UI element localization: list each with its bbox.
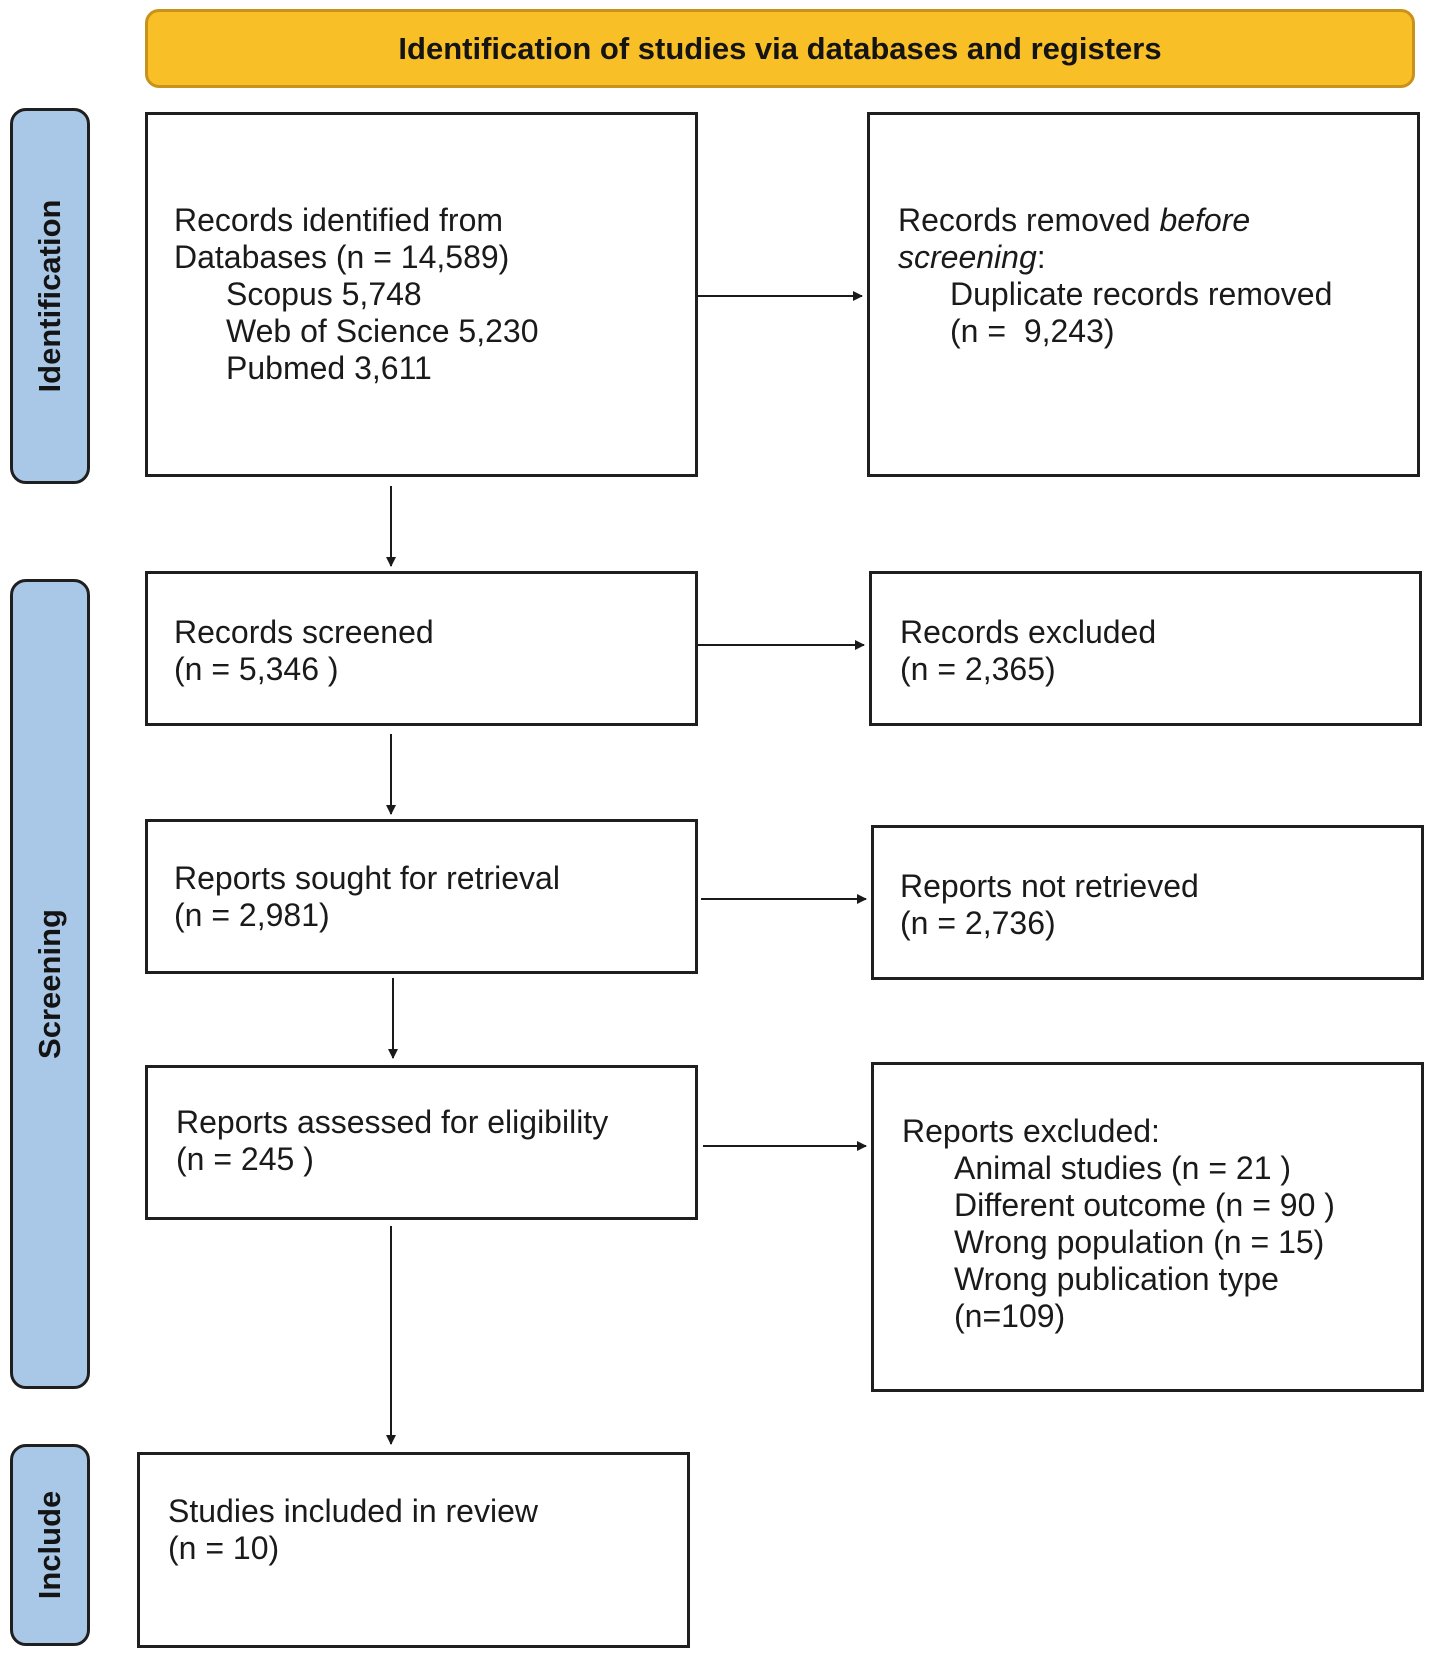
records-screened-label: Records screened xyxy=(174,614,434,650)
box-records-screened: Records screened (n = 5,346 ) xyxy=(145,571,698,726)
reason-wrong-publication-count: (n=109) xyxy=(954,1298,1066,1334)
records-removed-colon: : xyxy=(1036,239,1046,275)
reports-assessed-count: (n = 245 ) xyxy=(176,1141,314,1177)
source-pubmed: Pubmed 3,611 xyxy=(226,350,432,386)
reports-excluded-title: Reports excluded: xyxy=(902,1113,1160,1149)
reports-assessed-label: Reports assessed for eligibility xyxy=(176,1104,609,1140)
phase-include: Include xyxy=(10,1444,90,1646)
phase-identification: Identification xyxy=(10,108,90,484)
box-records-excluded: Records excluded (n = 2,365) xyxy=(869,571,1422,726)
records-excluded-count: (n = 2,365) xyxy=(900,651,1056,687)
reason-different-outcome: Different outcome (n = 90 ) xyxy=(954,1187,1335,1223)
phase-screening: Screening xyxy=(10,579,90,1389)
box-reports-not-retrieved: Reports not retrieved (n = 2,736) xyxy=(871,825,1424,980)
reports-sought-count: (n = 2,981) xyxy=(174,897,330,933)
records-identified-line1: Records identified from xyxy=(174,202,504,238)
box-records-identified: Records identified from Databases (n = 1… xyxy=(145,112,698,477)
records-removed-line2: screening: xyxy=(898,239,1417,276)
reason-wrong-publication-type: Wrong publication type xyxy=(954,1261,1279,1297)
records-removed-line1: Records removed before xyxy=(898,202,1417,239)
box-records-removed: Records removed before screening: Duplic… xyxy=(867,112,1420,477)
records-removed-before: before xyxy=(1159,202,1251,238)
studies-included-count: (n = 10) xyxy=(168,1530,280,1566)
records-screened-count: (n = 5,346 ) xyxy=(174,651,339,687)
duplicate-records-label: Duplicate records removed xyxy=(950,276,1333,312)
records-identified-line2: Databases (n = 14,589) xyxy=(174,239,510,275)
source-web-of-science: Web of Science 5,230 xyxy=(226,313,539,349)
box-reports-sought: Reports sought for retrieval (n = 2,981) xyxy=(145,819,698,974)
reports-sought-label: Reports sought for retrieval xyxy=(174,860,560,896)
banner-title-text: Identification of studies via databases … xyxy=(398,30,1162,66)
duplicate-records-count: (n = 9,243) xyxy=(950,313,1115,349)
studies-included-label: Studies included in review xyxy=(168,1493,538,1529)
reason-wrong-population: Wrong population (n = 15) xyxy=(954,1224,1325,1260)
reason-animal-studies: Animal studies (n = 21 ) xyxy=(954,1150,1292,1186)
box-studies-included: Studies included in review (n = 10) xyxy=(137,1452,690,1648)
records-removed-prefix: Records removed xyxy=(898,202,1160,238)
box-reports-assessed: Reports assessed for eligibility (n = 24… xyxy=(145,1065,698,1220)
box-reports-excluded: Reports excluded: Animal studies (n = 21… xyxy=(871,1062,1424,1392)
source-scopus: Scopus 5,748 xyxy=(226,276,422,312)
reports-not-retrieved-label: Reports not retrieved xyxy=(900,868,1199,904)
records-removed-screening: screening xyxy=(898,239,1037,275)
records-excluded-label: Records excluded xyxy=(900,614,1157,650)
banner-identification-title: Identification of studies via databases … xyxy=(145,9,1415,88)
reports-not-retrieved-count: (n = 2,736) xyxy=(900,905,1056,941)
